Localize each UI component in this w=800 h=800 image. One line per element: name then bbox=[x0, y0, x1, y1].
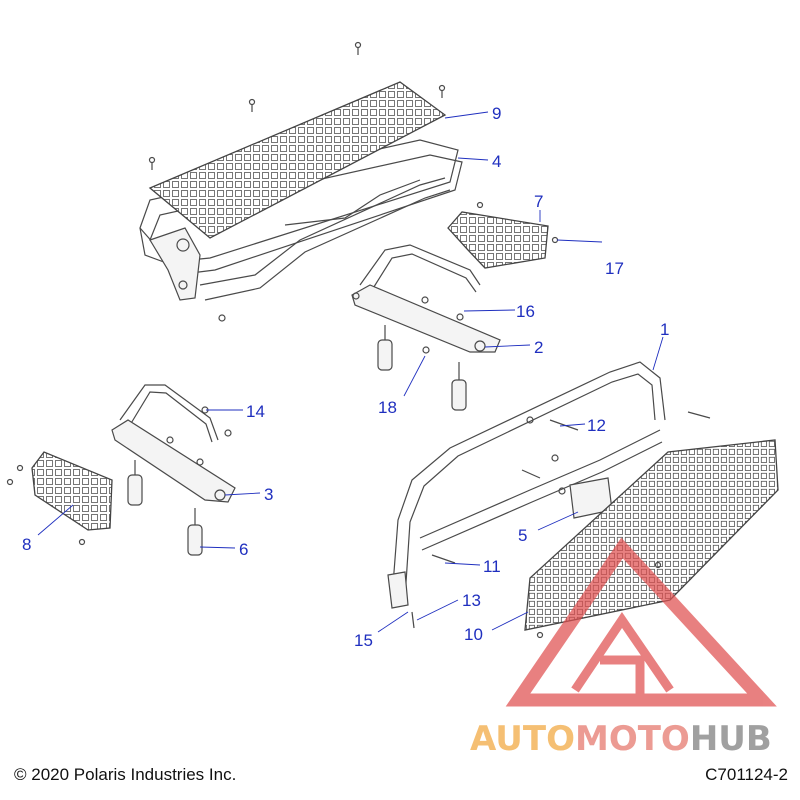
upper-shocks bbox=[377, 325, 467, 411]
large-grid-panel bbox=[524, 439, 779, 639]
callout-11: 11 bbox=[483, 557, 501, 576]
rack-fasteners bbox=[148, 41, 446, 322]
callout-14: 14 bbox=[246, 402, 265, 421]
lower-shocks bbox=[127, 460, 203, 556]
watermark-hub: HUB bbox=[690, 719, 772, 759]
watermark-auto: AUTO bbox=[470, 719, 575, 759]
watermark-logo bbox=[505, 537, 777, 707]
callout-labels: 1 2 3 4 5 6 7 8 9 10 11 12 13 14 15 16 1… bbox=[22, 104, 669, 650]
callout-15: 15 bbox=[354, 631, 373, 650]
callout-8: 8 bbox=[22, 535, 31, 554]
figure-id: C701124-2 bbox=[705, 765, 788, 784]
callout-17: 17 bbox=[605, 259, 624, 278]
callout-10: 10 bbox=[464, 625, 483, 644]
upper-bracket bbox=[351, 244, 501, 353]
watermark-moto: MOTO bbox=[575, 719, 690, 759]
roll-bar bbox=[387, 361, 711, 629]
callout-12: 12 bbox=[587, 416, 606, 435]
callout-16: 16 bbox=[516, 302, 535, 321]
callout-3: 3 bbox=[264, 485, 273, 504]
leader-lines bbox=[37, 111, 664, 633]
callout-5: 5 bbox=[518, 526, 527, 545]
callout-13: 13 bbox=[462, 591, 481, 610]
callout-6: 6 bbox=[239, 540, 248, 559]
callout-1: 1 bbox=[660, 320, 669, 339]
callout-7: 7 bbox=[534, 192, 543, 211]
callout-4: 4 bbox=[492, 152, 501, 171]
side-grid-panel-right bbox=[447, 201, 559, 269]
callout-2: 2 bbox=[534, 338, 543, 357]
callout-18: 18 bbox=[378, 398, 397, 417]
rack-grid-panel bbox=[148, 81, 447, 239]
side-grid-panel-left bbox=[6, 451, 113, 546]
copyright-notice: © 2020 Polaris Industries Inc. bbox=[14, 765, 237, 784]
watermark-wordmark: AUTOMOTOHUB bbox=[470, 719, 772, 759]
callout-9: 9 bbox=[492, 104, 501, 123]
